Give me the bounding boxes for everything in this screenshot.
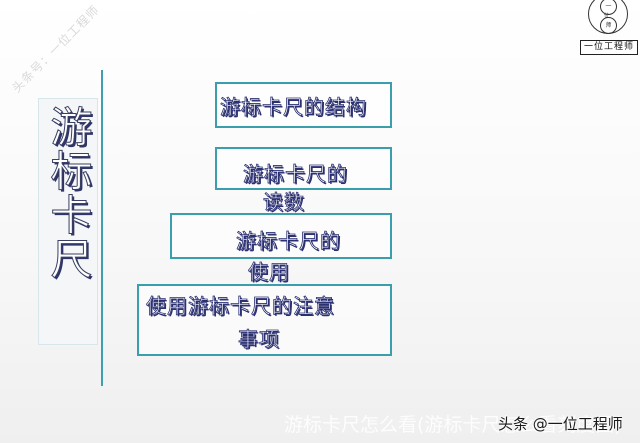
logo-middle-char: 位 xyxy=(604,13,610,19)
menu-item-structure-label: 游标卡尺的结构 xyxy=(220,95,367,120)
vertical-title-box: 游标卡尺 xyxy=(38,98,98,345)
menu-item-usage-label-line2: 使用 xyxy=(248,260,290,285)
menu-item-precautions-label-line1: 使用游标卡尺的注意 xyxy=(146,294,335,319)
vertical-divider xyxy=(101,70,103,386)
page-title: 游标卡尺 xyxy=(44,105,94,282)
credit-watermark: 头条 @一位工程师 xyxy=(498,415,623,433)
menu-item-usage-label-line1: 游标卡尺的 xyxy=(236,229,341,254)
logo: 一 位 师 一位工程师 xyxy=(578,0,640,56)
menu-item-reading[interactable] xyxy=(215,147,392,190)
logo-label: 一位工程师 xyxy=(580,40,638,55)
menu-item-precautions-label-line2: 事项 xyxy=(238,327,280,352)
watermark-text: 头条号：一位工程师 xyxy=(9,2,103,96)
menu-item-usage[interactable] xyxy=(170,213,392,259)
logo-emblem-icon: 一 位 师 xyxy=(588,0,628,34)
menu-item-structure[interactable] xyxy=(215,82,392,128)
logo-bottom-char: 师 xyxy=(600,17,617,34)
menu-item-precautions[interactable] xyxy=(137,284,392,356)
menu-item-reading-label-line2: 读数 xyxy=(263,190,305,215)
image-caption: 游标卡尺怎么看(游标卡尺怎么看刻度图) xyxy=(284,414,622,436)
logo-top-char: 一 xyxy=(600,0,617,15)
menu-item-reading-label-line1: 游标卡尺的 xyxy=(243,162,348,187)
